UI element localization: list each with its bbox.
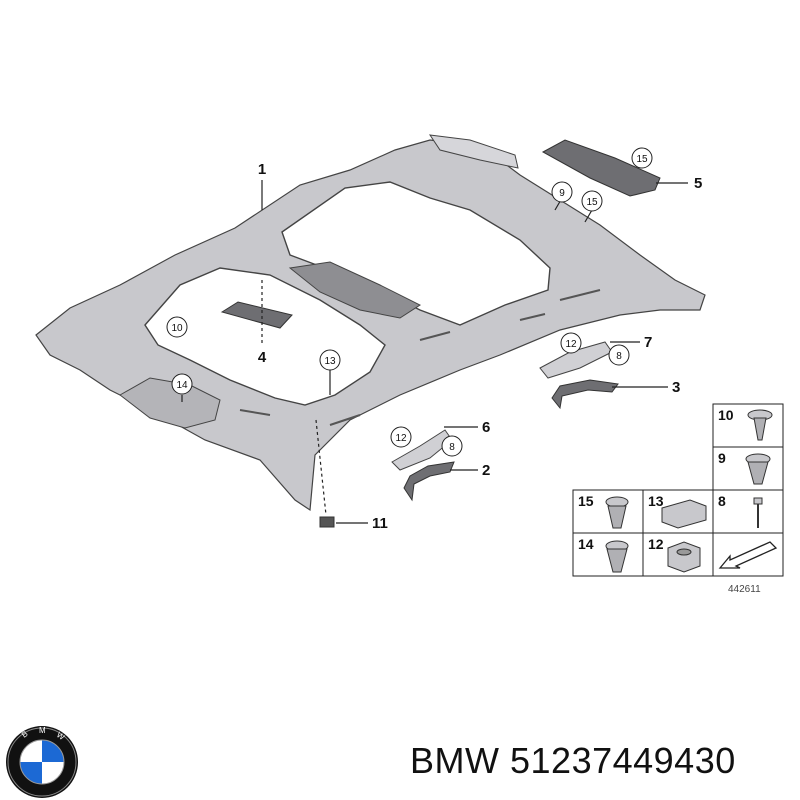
callout-12-a: 12	[565, 339, 577, 350]
callout-12-b: 12	[395, 433, 407, 444]
part-number-caption: BMW 51237449430	[410, 740, 736, 782]
callout-7: 7	[644, 334, 652, 351]
callout-10: 10	[171, 323, 183, 334]
clip-icon-14	[605, 540, 629, 573]
pad-part	[220, 301, 293, 329]
legend-num-15: 15	[578, 493, 594, 509]
nut-icon	[667, 541, 701, 573]
legend-num-12: 12	[648, 536, 664, 552]
callout-3: 3	[672, 379, 680, 396]
diagram-id: 442611	[728, 584, 761, 595]
callout-15-b: 15	[586, 197, 598, 208]
direction-arrow-icon	[718, 541, 778, 569]
legend-num-10: 10	[718, 407, 734, 423]
headliner-part	[35, 134, 706, 512]
svg-text:W: W	[55, 730, 67, 742]
brand-name: BMW	[410, 740, 500, 781]
fastener-legend: 10 9 15 13 8 14 12	[572, 403, 784, 595]
svg-text:M: M	[39, 726, 46, 735]
screw-icon	[753, 497, 763, 528]
legend-num-8: 8	[718, 493, 726, 509]
expanding-clip-icon	[745, 453, 771, 485]
handle-part-3	[551, 379, 619, 410]
callout-1: 1	[258, 161, 266, 178]
callout-14: 14	[176, 380, 188, 391]
part-number: 51237449430	[510, 740, 736, 781]
callout-8-b: 8	[449, 442, 455, 453]
callout-2: 2	[482, 462, 490, 479]
legend-num-14: 14	[578, 536, 594, 552]
callout-11: 11	[372, 515, 388, 532]
clip-icon-15	[605, 496, 629, 529]
callout-8-a: 8	[616, 351, 622, 362]
circled-callouts: 15 9 15 10 13 14 12 8 12 8	[166, 147, 653, 457]
callout-6: 6	[482, 419, 490, 436]
callout-4: 4	[258, 349, 267, 366]
callout-13: 13	[324, 356, 336, 367]
handle-part-2	[403, 461, 455, 502]
leader-lines	[181, 180, 688, 524]
trim-part	[541, 139, 661, 197]
legend-num-9: 9	[718, 450, 726, 466]
callout-5: 5	[694, 175, 702, 192]
push-rivet-icon	[747, 409, 773, 441]
svg-text:B: B	[20, 729, 30, 739]
clamp-icon	[661, 499, 707, 529]
legend-num-13: 13	[648, 493, 664, 509]
callout-15-a: 15	[636, 154, 648, 165]
bmw-logo: B M W	[6, 726, 78, 798]
callout-9: 9	[559, 188, 565, 199]
clip-part-11	[319, 516, 335, 528]
